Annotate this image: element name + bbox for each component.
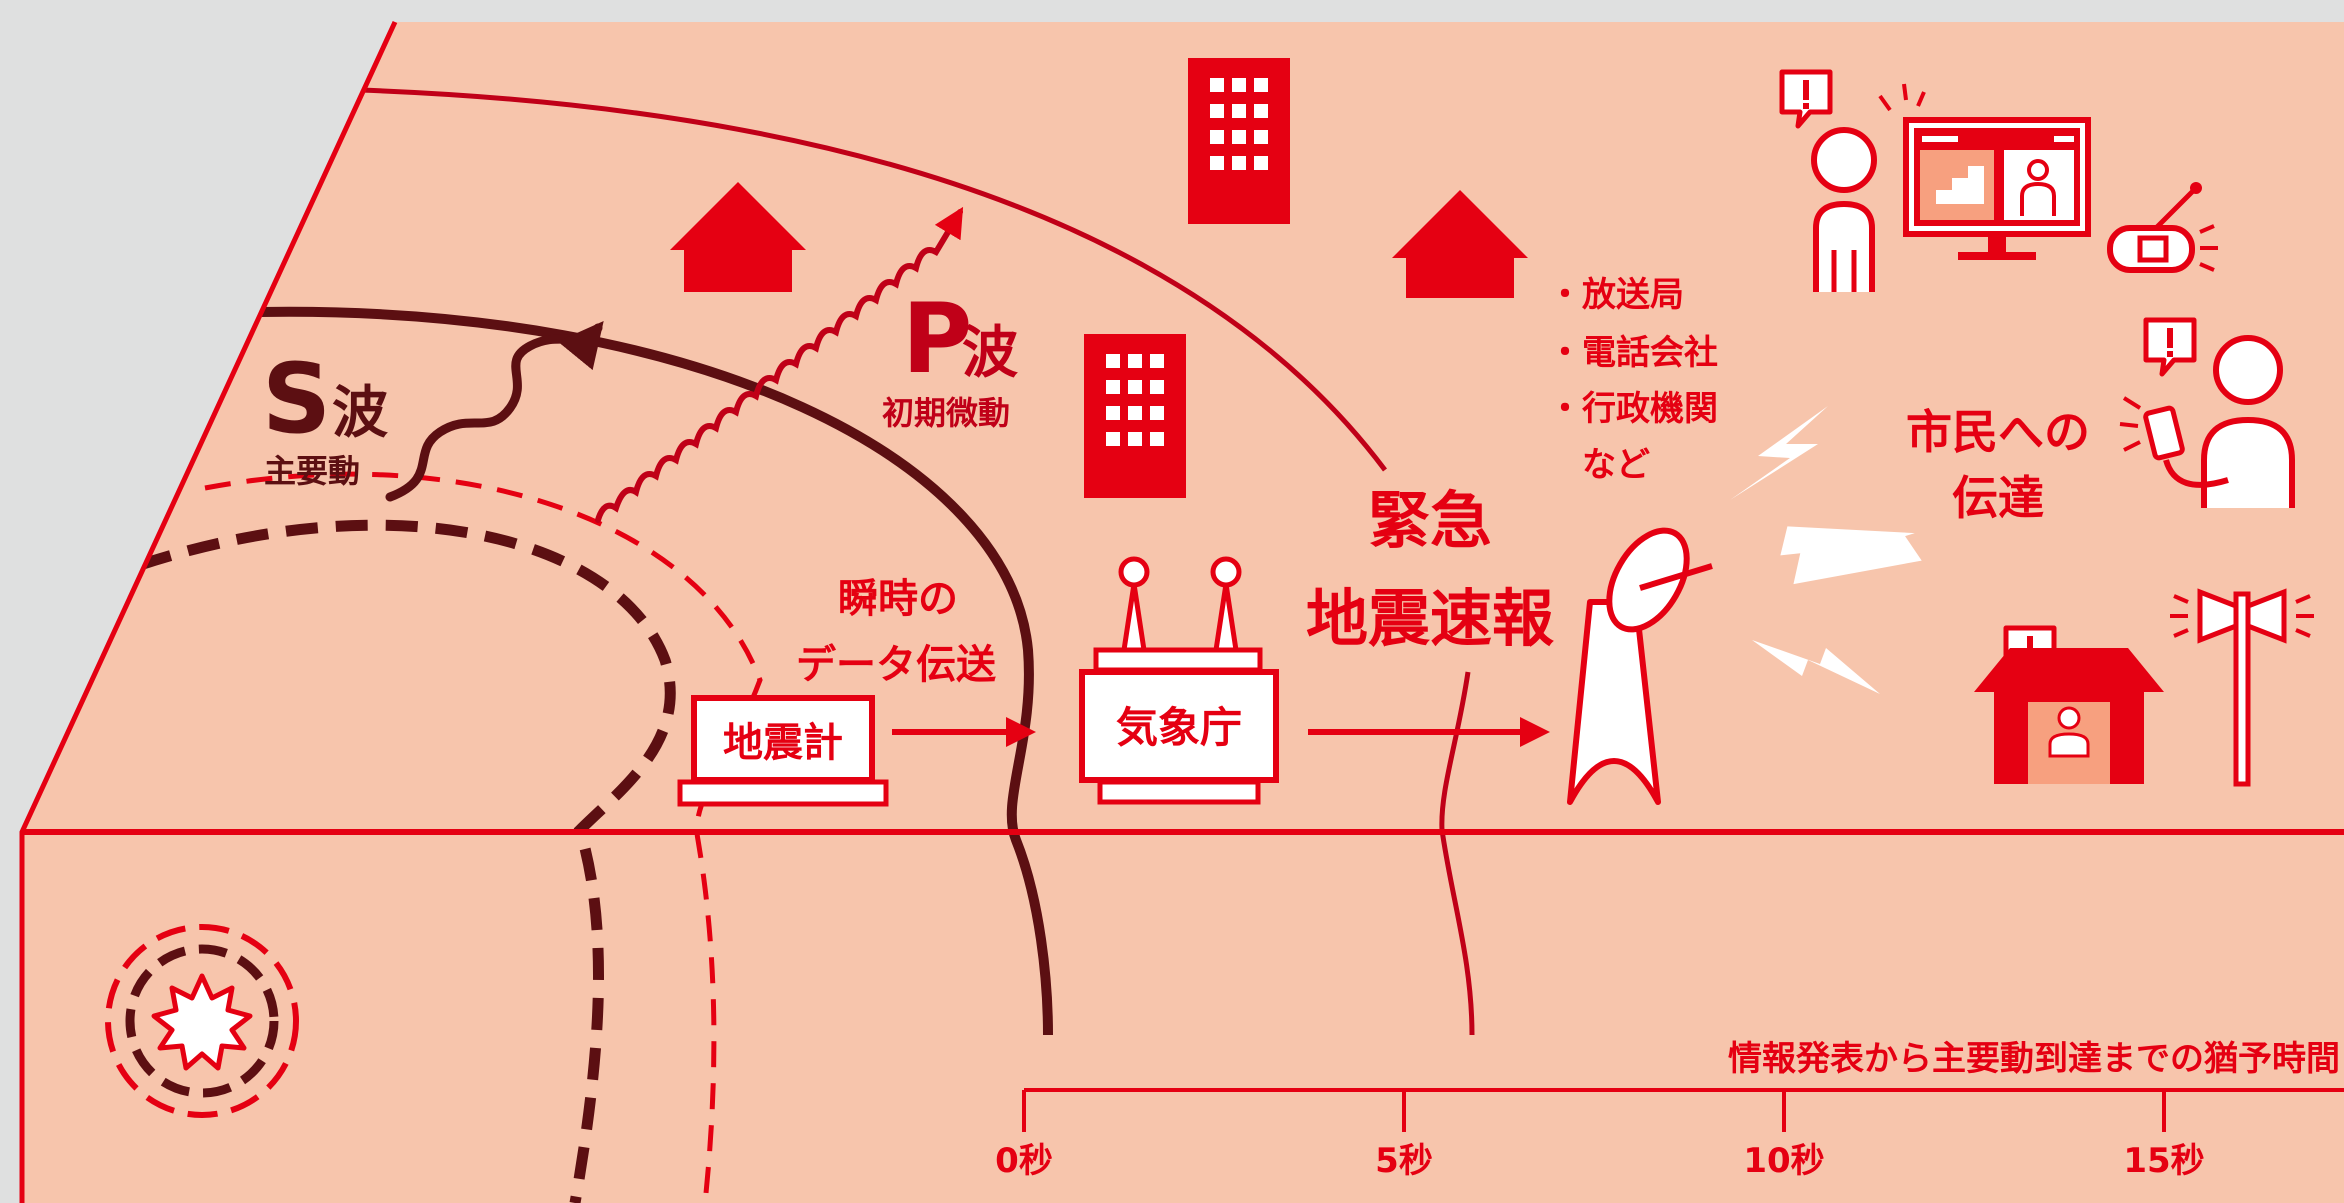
building-icon [1188, 58, 1290, 224]
loudspeaker-pole-icon [2170, 588, 2314, 787]
p-wave-kanji: 波 [962, 321, 1018, 386]
s-wave-letter: S [262, 343, 331, 455]
radio-icon [2107, 182, 2218, 273]
seismometer-label: 地震計 [723, 720, 843, 766]
person-icon [1811, 127, 1877, 292]
computer-monitor-icon [1903, 117, 2091, 260]
recipient-item: ・行政機関 [1548, 389, 1718, 429]
s-wave-front [259, 306, 1053, 1036]
smartphone-user-icon [2119, 335, 2295, 508]
signal-bolt-icon [1752, 640, 1880, 694]
epicenter-burst-icon [105, 924, 299, 1118]
transmission-label-1: 瞬時の [838, 576, 958, 622]
p-wave-sub: 初期微動 [882, 394, 1010, 432]
timeline-tick-label: 10秒 [1743, 1141, 1824, 1181]
signal-bolt-icon [1730, 406, 1828, 500]
p-wave-squiggle [595, 206, 964, 523]
timeline-axis [1022, 1088, 2344, 1132]
timeline-tick-label: 5秒 [1375, 1141, 1433, 1181]
timeline-tick-label: 0秒 [995, 1141, 1053, 1181]
building-icon [1084, 334, 1186, 498]
p-wave-front-outer [359, 87, 1387, 472]
s-wave-kanji: 波 [332, 381, 388, 446]
recipient-item: ・電話会社 [1548, 333, 1718, 373]
timeline-title: 情報発表から主要動到達までの猶予時間 [1728, 1039, 2340, 1079]
transmission-label-2: データ伝送 [796, 642, 996, 688]
house-icon [1392, 190, 1528, 298]
eew-label-2: 地震速報 [1306, 582, 1554, 655]
signal-bolt-icon [1780, 526, 1922, 585]
ground-cross-section [22, 832, 2344, 1203]
citizens-label-2: 伝達 [1952, 471, 2044, 525]
citizens-label-1: 市民への [1906, 405, 2090, 459]
jma-station [1079, 556, 1279, 805]
p-wave-letter: P [902, 283, 972, 395]
house-icon [670, 182, 806, 292]
seismometer-station [677, 695, 889, 807]
broadcast-tower-icon [1567, 527, 1713, 805]
timeline-tick-label: 15秒 [2123, 1141, 2204, 1181]
s-wave-squiggle [385, 321, 604, 502]
eew-label-1: 緊急 [1368, 484, 1492, 557]
home-alert-icon [1974, 648, 2164, 784]
recipient-item: ・放送局 [1548, 275, 1684, 315]
s-wave-sub: 主要動 [264, 452, 360, 490]
recipient-item: など [1548, 445, 1650, 485]
jma-label: 気象庁 [1116, 703, 1242, 752]
emphasis-lines [1878, 83, 1926, 112]
